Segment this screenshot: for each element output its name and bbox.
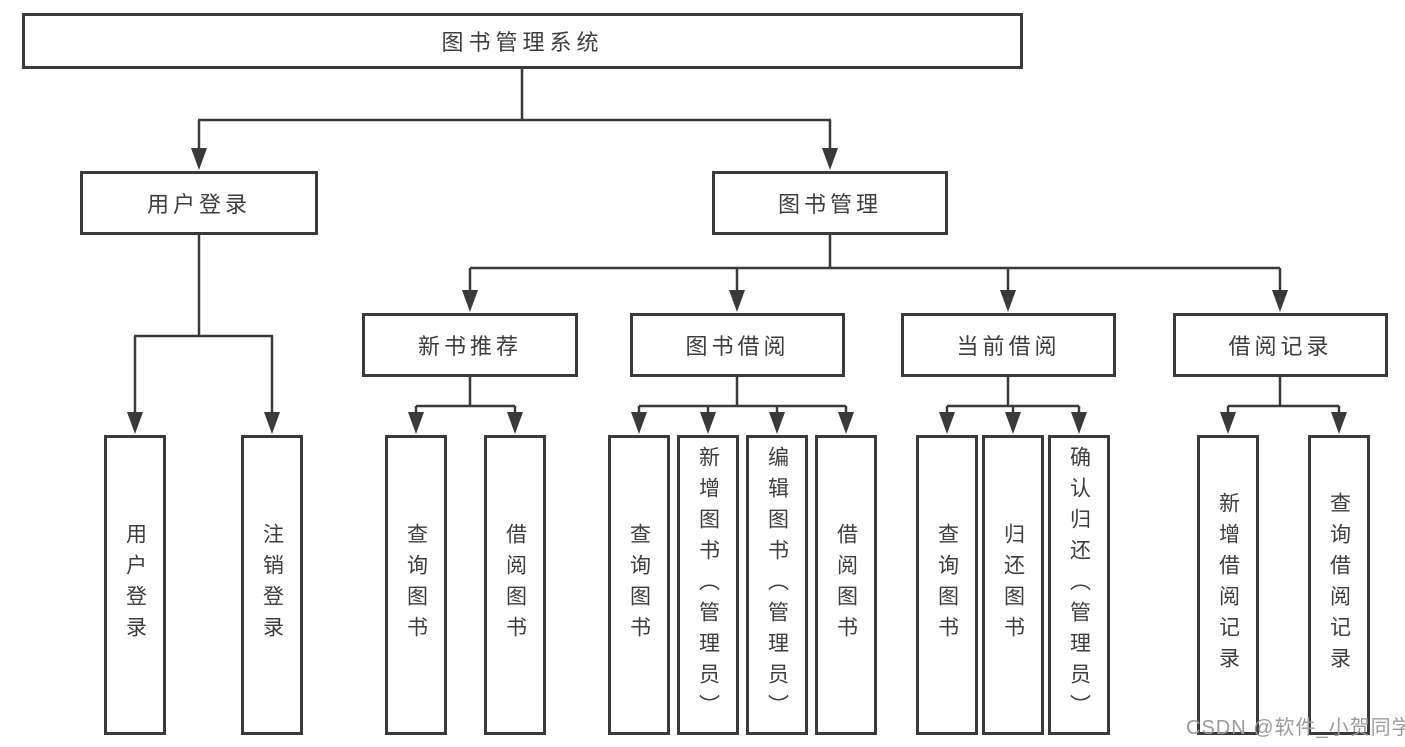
leaf-return-books: 归还图书 bbox=[982, 435, 1044, 735]
leaf-label: 编辑图书（管理员） bbox=[765, 445, 789, 725]
node-borrowing-records: 借阅记录 bbox=[1173, 313, 1388, 377]
node-label: 借阅记录 bbox=[1228, 334, 1333, 359]
leaf-label: 确认归还（管理员） bbox=[1067, 445, 1091, 725]
leaf-query-books-current: 查询图书 bbox=[916, 435, 978, 735]
leaf-label: 新增借阅记录 bbox=[1216, 492, 1240, 678]
leaf-add-books-admin: 新增图书（管理员） bbox=[677, 435, 739, 735]
leaf-add-borrow-record: 新增借阅记录 bbox=[1197, 435, 1259, 735]
node-library-management-system: 图书管理系统 bbox=[22, 13, 1023, 69]
leaf-label: 归还图书 bbox=[1001, 523, 1025, 647]
node-book-borrowing: 图书借阅 bbox=[630, 313, 845, 377]
leaf-user-login: 用户登录 bbox=[104, 435, 166, 735]
node-label: 图书管理系统 bbox=[441, 30, 604, 55]
node-new-book-recommendation: 新书推荐 bbox=[362, 313, 578, 377]
node-label: 图书管理 bbox=[777, 192, 882, 217]
leaf-label: 查询借阅记录 bbox=[1327, 492, 1351, 678]
leaf-logout: 注销登录 bbox=[241, 435, 303, 735]
leaf-query-books-borrow: 查询图书 bbox=[608, 435, 670, 735]
node-user-login: 用户登录 bbox=[80, 171, 318, 235]
csdn-watermark: CSDN @软件_小贺同学 bbox=[1186, 717, 1405, 739]
node-label: 用户登录 bbox=[146, 192, 251, 217]
leaf-edit-books-admin: 编辑图书（管理员） bbox=[746, 435, 808, 735]
leaf-borrow-books: 借阅图书 bbox=[815, 435, 877, 735]
leaf-query-borrow-record: 查询借阅记录 bbox=[1308, 435, 1370, 735]
leaf-label: 查询图书 bbox=[935, 523, 959, 647]
leaf-borrow-books-recommend: 借阅图书 bbox=[484, 435, 546, 735]
node-book-management: 图书管理 bbox=[712, 171, 948, 235]
node-label: 当前借阅 bbox=[956, 334, 1061, 359]
leaf-label: 用户登录 bbox=[123, 523, 147, 647]
node-current-borrowing: 当前借阅 bbox=[901, 313, 1116, 377]
leaf-confirm-return-admin: 确认归还（管理员） bbox=[1048, 435, 1110, 735]
leaf-label: 查询图书 bbox=[404, 523, 428, 647]
leaf-label: 新增图书（管理员） bbox=[696, 445, 720, 725]
leaf-label: 借阅图书 bbox=[503, 523, 527, 647]
leaf-label: 借阅图书 bbox=[834, 523, 858, 647]
leaf-query-books-recommend: 查询图书 bbox=[385, 435, 447, 735]
node-label: 图书借阅 bbox=[685, 334, 790, 359]
leaf-label: 查询图书 bbox=[627, 523, 651, 647]
node-label: 新书推荐 bbox=[417, 334, 522, 359]
leaf-label: 注销登录 bbox=[260, 523, 284, 647]
